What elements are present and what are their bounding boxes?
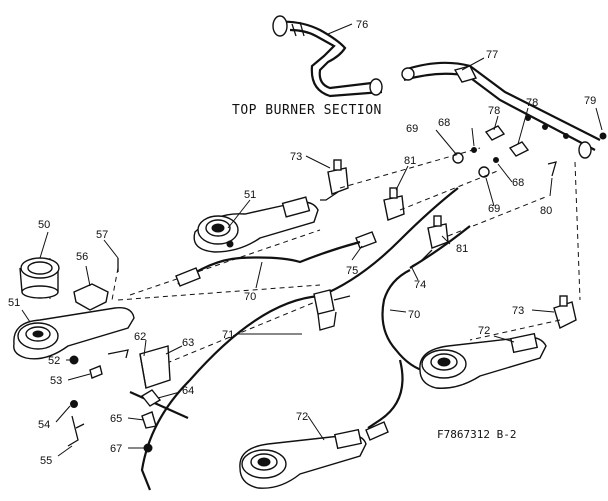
orifice-hood-upper xyxy=(175,267,201,287)
callouts: 76 77 78 78 79 69 68 73 81 68 69 80 51 8… xyxy=(8,19,596,467)
callout-68: 68 xyxy=(512,177,524,189)
part-73-valve-right xyxy=(553,295,577,329)
callout-51: 51 xyxy=(8,297,20,309)
callout-51: 51 xyxy=(244,189,256,201)
part-72-burner-bottom xyxy=(239,421,389,489)
callout-57: 57 xyxy=(96,229,108,241)
callout-53: 53 xyxy=(50,375,62,387)
part-77-manifold xyxy=(401,61,601,159)
part-56-clip xyxy=(73,283,109,311)
callout-81: 81 xyxy=(404,155,416,167)
part-72-burner-right xyxy=(419,332,547,389)
callout-62: 62 xyxy=(134,331,146,343)
callout-68: 68 xyxy=(438,117,450,129)
callout-70: 70 xyxy=(408,309,420,321)
callout-52: 52 xyxy=(48,355,60,367)
callout-74: 74 xyxy=(414,279,426,291)
leader-lines xyxy=(21,23,603,457)
callout-73: 73 xyxy=(290,151,302,163)
callout-67: 67 xyxy=(110,443,122,455)
callout-71: 71 xyxy=(222,329,234,341)
callout-76: 76 xyxy=(356,19,368,31)
callout-72: 72 xyxy=(296,411,308,423)
part-73-valve-upper xyxy=(320,159,349,201)
callout-56: 56 xyxy=(76,251,88,263)
part-50-burner-cap xyxy=(19,257,60,299)
callout-78: 78 xyxy=(526,97,538,109)
part-75-fitting xyxy=(355,231,377,249)
part-70-tube-upper xyxy=(177,240,361,285)
part-79-plug xyxy=(599,132,607,140)
callout-75: 75 xyxy=(346,265,358,277)
part-64-tube xyxy=(129,390,189,420)
callout-65: 65 xyxy=(110,413,122,425)
callout-50: 50 xyxy=(38,219,50,231)
part-62-clip xyxy=(107,349,129,359)
callout-70: 70 xyxy=(244,291,256,303)
center-junction xyxy=(313,289,351,331)
callout-63: 63 xyxy=(182,337,194,349)
callout-72: 72 xyxy=(478,325,490,337)
part-51-burner-upper xyxy=(193,196,319,253)
part-69-68-orifices xyxy=(452,147,499,178)
callout-78: 78 xyxy=(488,105,500,117)
figure-code: F7867312 B-2 xyxy=(437,428,516,441)
part-70-tube-lower xyxy=(367,225,471,429)
alignment-lines xyxy=(49,147,581,371)
part-80-clip xyxy=(547,161,557,177)
part-64-fitting xyxy=(140,389,162,407)
callout-73: 73 xyxy=(512,305,524,317)
callout-69: 69 xyxy=(488,203,500,215)
callout-79: 79 xyxy=(584,95,596,107)
part-65-orifice xyxy=(141,411,157,429)
part-63-bracket xyxy=(139,345,171,389)
callout-64: 64 xyxy=(182,385,194,397)
part-54-screw xyxy=(70,400,78,408)
part-74-tube xyxy=(381,269,429,374)
diagram-title: TOP BURNER SECTION xyxy=(232,103,382,118)
callout-81: 81 xyxy=(456,243,468,255)
callout-69: 69 xyxy=(406,123,418,135)
callout-80: 80 xyxy=(540,205,552,217)
part-51-burner-left xyxy=(13,307,135,360)
callout-55: 55 xyxy=(40,455,52,467)
part-71-tube xyxy=(140,187,459,491)
part-81-valve-upper xyxy=(383,187,405,221)
part-53-screw xyxy=(89,365,103,379)
callout-54: 54 xyxy=(38,419,50,431)
part-55-bracket xyxy=(67,415,85,447)
callout-77: 77 xyxy=(486,49,498,61)
part-76-supply-pipe xyxy=(272,15,383,98)
